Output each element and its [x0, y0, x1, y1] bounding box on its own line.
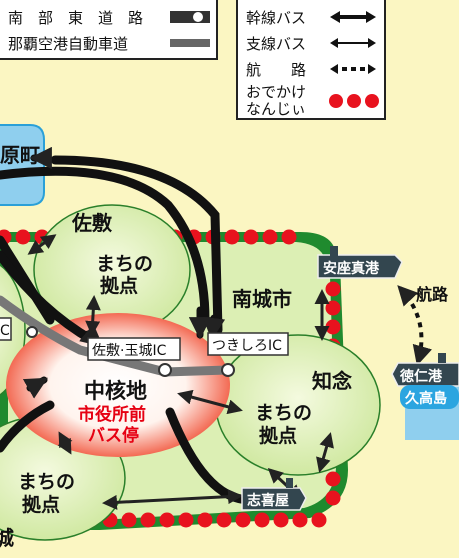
odekake-dot: [243, 229, 259, 245]
odekake-dot: [325, 300, 341, 316]
odekake-dot: [281, 229, 297, 245]
trunk-bus-route-5: [0, 400, 55, 453]
ferry-route: [397, 285, 433, 366]
odekake-dot: [140, 512, 156, 528]
branch-bus-east-loop: [316, 432, 334, 473]
legend-expressway-label: 那覇空港自動車道: [8, 34, 129, 53]
odekake-dot: [325, 490, 341, 506]
odekake-dots-icon: [329, 94, 379, 108]
branch-bus-sashiki-west: [27, 234, 57, 255]
toll-road-icon: [170, 11, 210, 23]
odekake-dot: [273, 512, 289, 528]
expressway-line-icon: [170, 39, 210, 47]
chinen-label: 知念: [312, 369, 352, 393]
trunk-bus-route-2: [50, 155, 223, 335]
legend-odekake-line2: なんじぃ: [246, 100, 307, 118]
legend-trunk-bus-label: 幹線バス: [246, 8, 307, 27]
legend-row-branch-bus: 支線バス: [246, 32, 378, 54]
odekake-dot: [15, 229, 31, 245]
ic-partial-box: [0, 317, 12, 341]
odekake-dot: [178, 512, 194, 528]
odekake-dot: [235, 512, 251, 528]
odekake-dot: [325, 319, 341, 335]
hub-southwest-line2: 拠点: [22, 493, 60, 516]
ferry-route-label: 航路: [416, 285, 449, 304]
tokujin-port-label: 徳仁港: [399, 368, 443, 385]
odekake-dot: [216, 512, 232, 528]
core-hub-sub1: 市役所前: [78, 404, 146, 425]
branch-bus-sashiki-core: [85, 295, 101, 336]
ic-sashiki-tamagusuku-label: 佐敷·玉城IC: [92, 343, 167, 359]
ic-tsukishiro-node: [221, 363, 235, 377]
legend-row-expressway: 那覇空港自動車道: [8, 32, 210, 54]
branch-bus-shikiya-southwest: [102, 489, 243, 510]
sashiki-label: 佐敷: [71, 211, 113, 235]
hub-southwest-line1: まちの: [18, 471, 75, 493]
azama-port-label: 安座真港: [323, 260, 380, 277]
legend-branch-bus-label: 支線バス: [246, 34, 307, 53]
legend-toll-road-label: 南 部 東 道 路: [8, 8, 144, 27]
ic-sashiki-tamagusuku-box: [87, 337, 181, 361]
hub-chinen-line1: まちの: [255, 402, 312, 424]
hub-chinen-line2: 拠点: [259, 424, 297, 447]
ic-tsukishiro-label: つきしろIC: [212, 338, 282, 354]
odekake-dot: [121, 512, 137, 528]
odekake-dot: [254, 512, 270, 528]
kudaka-island-box: [400, 385, 459, 409]
transport-legend: 幹線バス 支線バス 航 路 おでかけ なんじぃ: [236, 0, 386, 120]
odekake-dot: [159, 512, 175, 528]
odekake-dot: [325, 281, 341, 297]
ic-partial-node: [26, 326, 38, 338]
hub-sashiki-line1: まちの: [96, 253, 153, 275]
odekake-dot: [292, 512, 308, 528]
shikiya-marker: [241, 478, 307, 511]
branch-bus-arrow-icon: [330, 38, 376, 48]
castle-partial-label: 城: [0, 526, 14, 550]
branch-bus-core-chinen: [177, 389, 243, 415]
ic-sashiki-tamagusuku-node: [158, 363, 172, 377]
core-hub-sub2: バス停: [88, 425, 139, 446]
odekake-dot: [311, 512, 327, 528]
road-legend: 南 部 東 道 路 那覇空港自動車道: [0, 0, 218, 60]
core-hub-title: 中核地: [84, 379, 147, 403]
haramachi-box: [0, 124, 45, 206]
legend-row-trunk-bus: 幹線バス: [246, 6, 378, 28]
azama-port-marker: [317, 246, 403, 279]
shikiya-label: 志喜屋: [247, 492, 289, 509]
nanjo-city-label: 南城市: [232, 287, 292, 311]
expressway-line: [0, 295, 233, 377]
trunk-bus-arrow-icon: [330, 11, 376, 23]
ic-tsukishiro-box: [207, 332, 289, 356]
legend-ferry-label: 航 路: [246, 60, 307, 79]
legend-row-toll-road: 南 部 東 道 路: [8, 6, 210, 28]
legend-row-ferry: 航 路: [246, 58, 378, 80]
odekake-dot: [262, 229, 278, 245]
odekake-dot: [325, 471, 341, 487]
branch-bus-southwest-core: [57, 431, 73, 455]
ferry-dotted-arrow-icon: [330, 64, 376, 74]
odekake-dot: [197, 512, 213, 528]
legend-odekake-label: おでかけ なんじぃ: [246, 84, 306, 118]
ic-partial-label: C: [0, 323, 10, 339]
odekake-dot: [224, 229, 240, 245]
kudaka-label: 久高島: [404, 390, 447, 407]
trunk-bus-route-1: [0, 166, 210, 325]
hub-sashiki-line2: 拠点: [100, 274, 138, 297]
legend-odekake-line1: おでかけ: [246, 83, 307, 101]
trunk-arrowhead-core-4: [22, 376, 48, 399]
